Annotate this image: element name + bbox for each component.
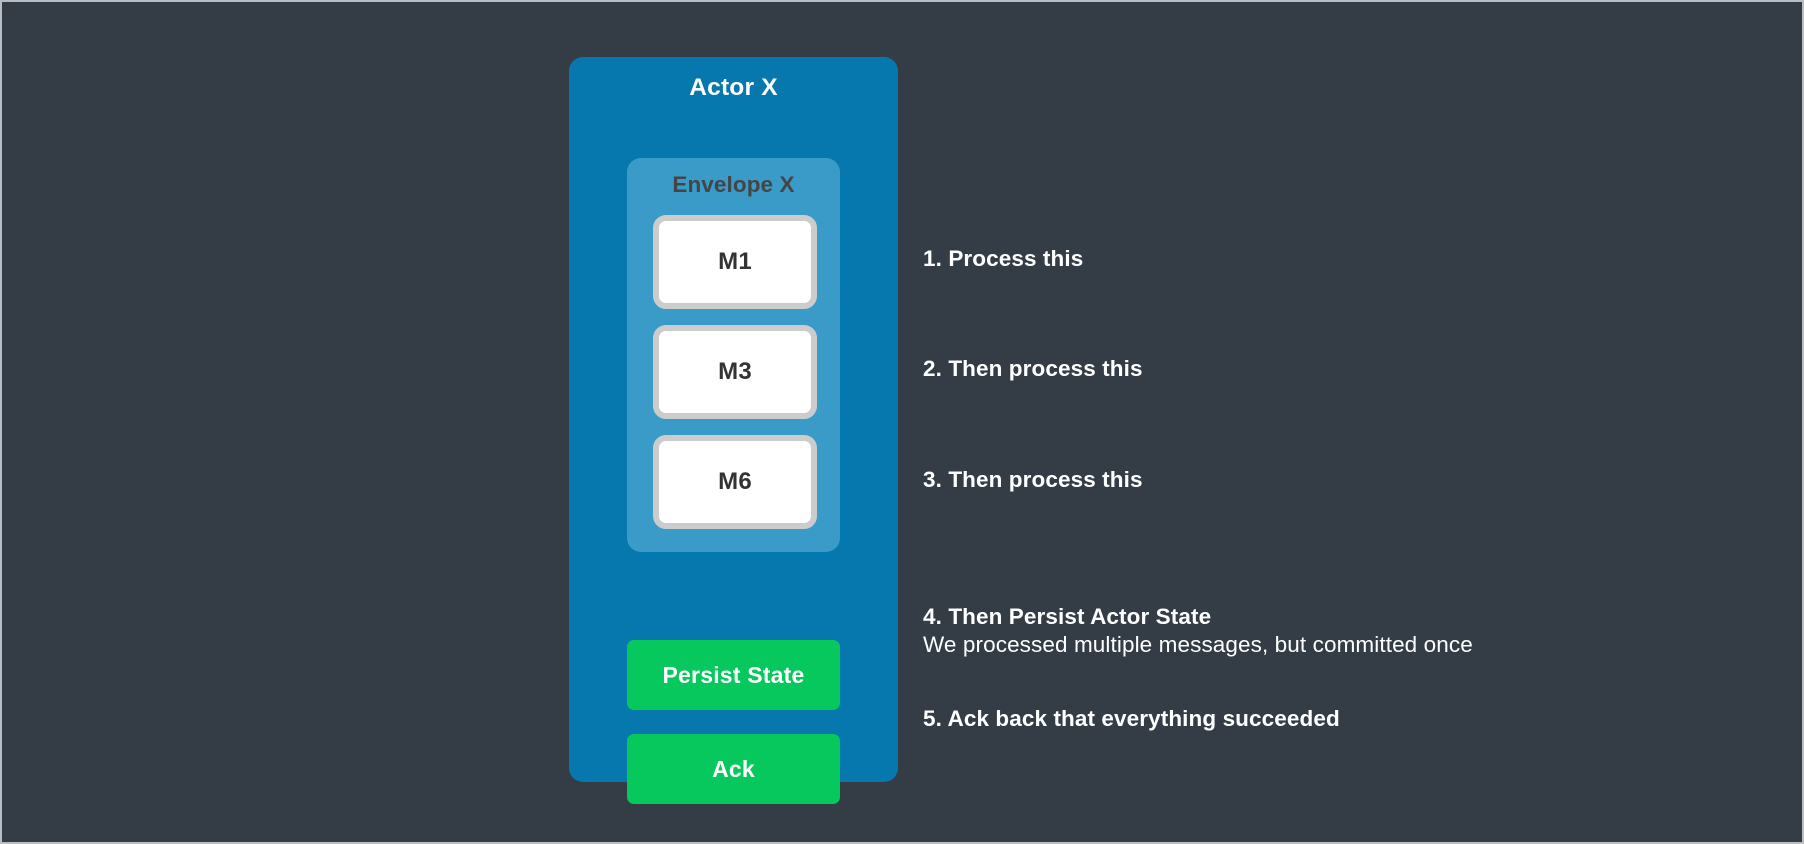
annotation-step-5: 5. Ack back that everything succeeded [923,705,1340,733]
annotation-step-3-primary: 3. Then process this [923,467,1143,492]
envelope-title: Envelope X [672,172,795,197]
annotation-step-1: 1. Process this [923,245,1083,273]
message-box-m6[interactable]: M6 [653,435,817,529]
message-list: M1 M3 M6 [653,215,817,545]
annotation-step-2-primary: 2. Then process this [923,356,1143,381]
message-label: M3 [718,358,752,385]
annotation-step-4-secondary: We processed multiple messages, but comm… [923,631,1473,657]
annotation-column: 1. Process this 2. Then process this 3. … [923,2,1753,842]
ack-button-label: Ack [712,755,755,782]
annotation-step-2: 2. Then process this [923,355,1143,383]
annotation-step-4: 4. Then Persist Actor State We processed… [923,603,1473,659]
ack-button[interactable]: Ack [627,734,840,804]
annotation-step-4-primary: 4. Then Persist Actor State [923,604,1212,629]
envelope-container: Envelope X M1 M3 M6 [627,158,840,552]
persist-state-button[interactable]: Persist State [627,640,840,710]
annotation-step-3: 3. Then process this [923,466,1143,494]
message-label: M1 [718,248,752,275]
annotation-step-1-primary: 1. Process this [923,246,1084,271]
message-box-m3[interactable]: M3 [653,325,817,419]
actor-panel: Actor X Envelope X M1 M3 M6 Persist Stat… [569,57,898,804]
message-label: M6 [718,468,752,495]
actor-title: Actor X [689,74,778,101]
persist-state-button-label: Persist State [662,661,805,688]
annotation-step-5-primary: 5. Ack back that everything succeeded [923,706,1340,731]
message-box-m1[interactable]: M1 [653,215,817,309]
